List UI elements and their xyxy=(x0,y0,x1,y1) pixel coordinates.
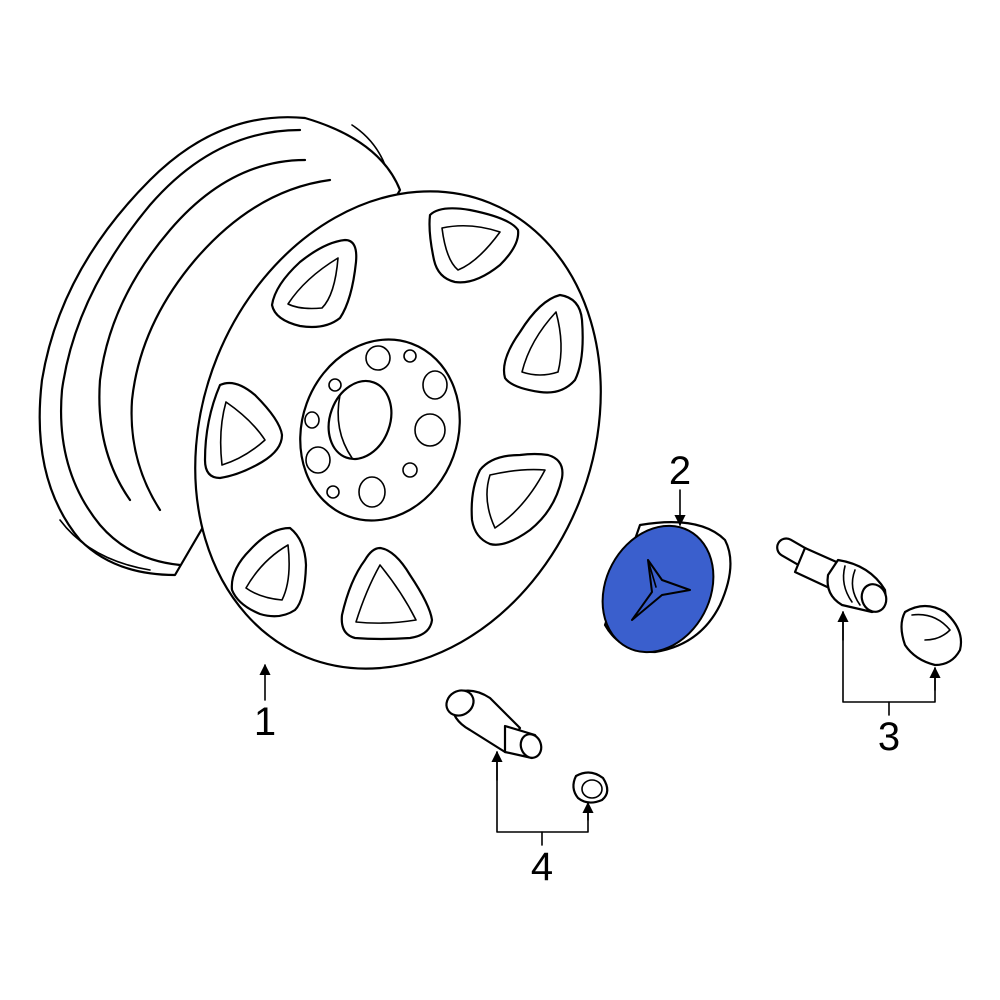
callout-2: 2 xyxy=(669,449,691,493)
tpms-valve-cap[interactable] xyxy=(900,604,963,667)
wheel-part[interactable] xyxy=(38,116,671,730)
callout-3: 3 xyxy=(878,715,900,759)
callout-1: 1 xyxy=(254,700,276,744)
valve-stem-part[interactable] xyxy=(442,686,545,761)
valve-stem-cap[interactable] xyxy=(572,771,609,804)
center-cap-part[interactable] xyxy=(581,506,735,671)
leader-lines xyxy=(259,489,941,846)
tpms-valve-part[interactable] xyxy=(774,535,890,615)
center-cap-face xyxy=(601,524,715,654)
callout-4: 4 xyxy=(531,845,553,889)
